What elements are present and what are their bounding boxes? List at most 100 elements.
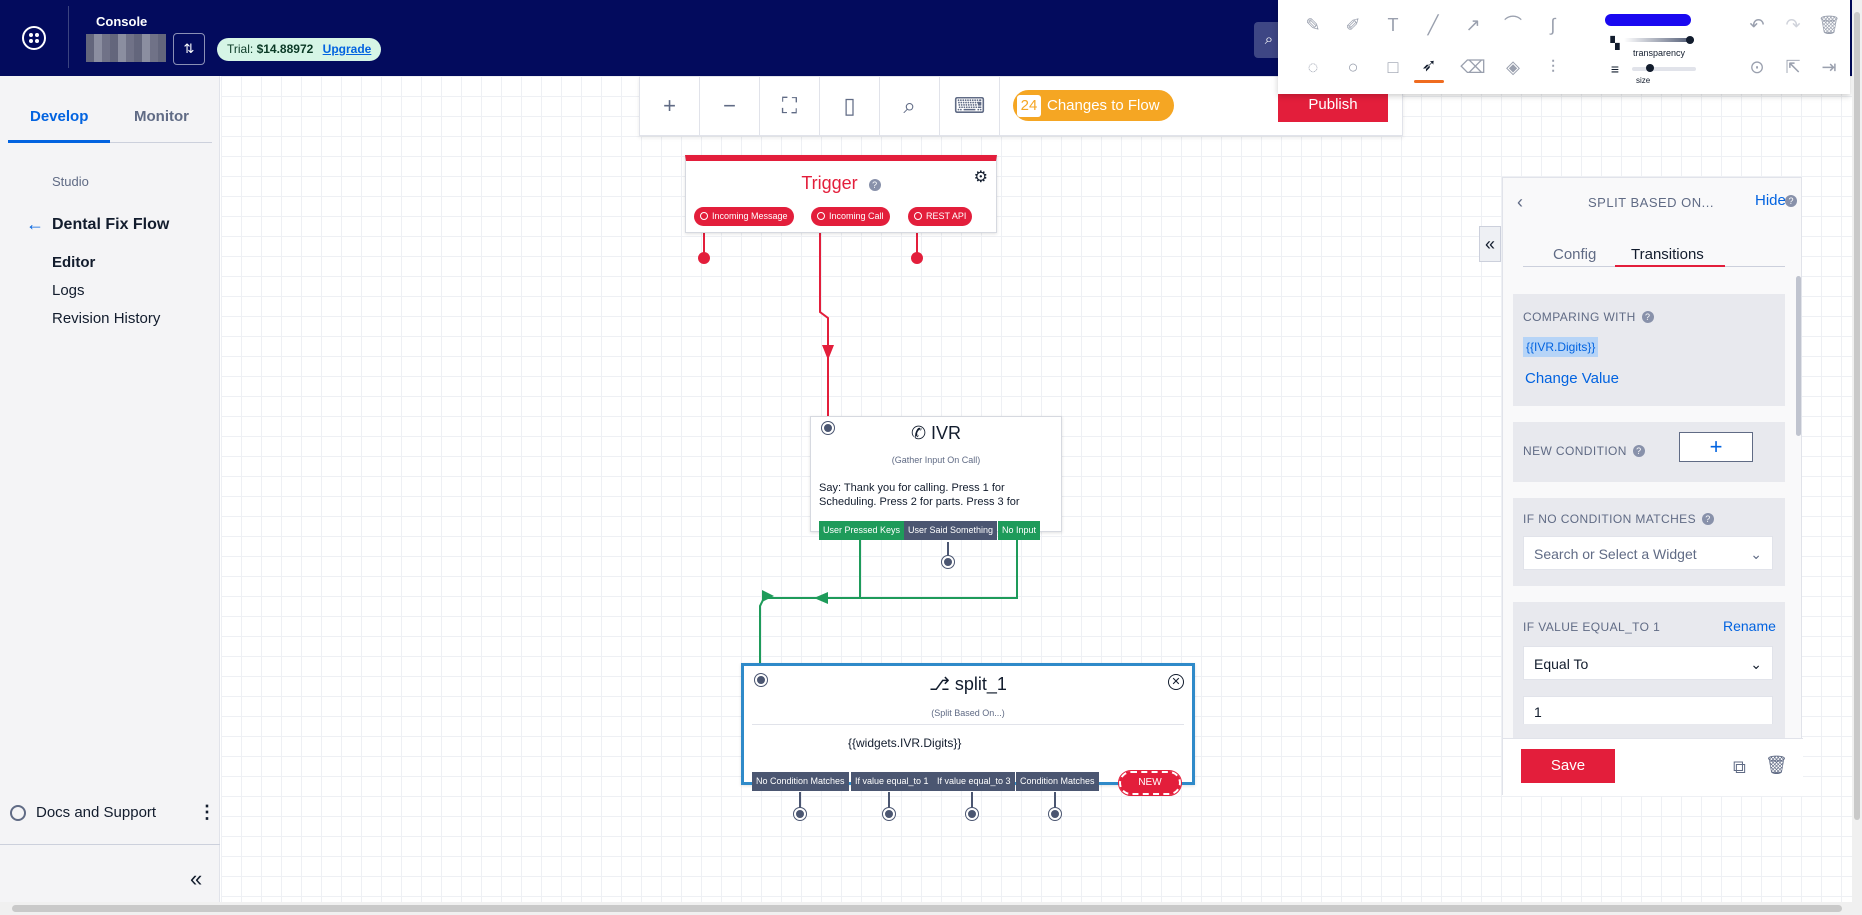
split-condition-matches[interactable]: Condition Matches [1016, 772, 1099, 791]
collapse-sidebar-icon[interactable]: « [190, 866, 203, 891]
fill-eraser-icon[interactable]: ◈ [1506, 57, 1520, 77]
horizontal-scrollbar[interactable] [0, 902, 1852, 915]
upgrade-link[interactable]: Upgrade [322, 42, 372, 56]
compare-value-input[interactable]: 1 [1523, 696, 1773, 724]
help-icon[interactable]: ? [1641, 311, 1654, 323]
ivr-no-input[interactable]: No Input [998, 521, 1041, 540]
trigger-incoming-call[interactable]: Incoming Call [811, 207, 890, 226]
ellipse-icon[interactable]: ○ [1347, 57, 1359, 77]
sidebar-item-logs[interactable]: Logs [52, 282, 85, 299]
rectangle-icon[interactable]: □ [1387, 57, 1399, 77]
ivr-user-pressed-keys[interactable]: User Pressed Keys [819, 521, 905, 540]
split-no-condition-matches[interactable]: No Condition Matches [752, 772, 849, 791]
fit-to-screen-button[interactable]: ⛶ [760, 77, 820, 137]
horizontal-scrollbar-thumb[interactable] [12, 905, 1842, 912]
zoom-out-button[interactable]: − [700, 77, 760, 137]
account-name-redacted[interactable] [86, 34, 166, 62]
lasso-icon[interactable]: ◌ [1307, 57, 1319, 77]
trigger-rest-api[interactable]: REST API [908, 207, 973, 226]
camera-icon[interactable]: ⊙ [1749, 57, 1765, 77]
hide-panel-link[interactable]: Hide [1755, 192, 1786, 209]
sliders-icon[interactable]: ⫶ [1550, 57, 1556, 77]
comparing-value-token[interactable]: {{IVR.Digits}} [1523, 337, 1599, 357]
new-transition-button[interactable]: NEW [1118, 770, 1182, 796]
keyboard-shortcuts-button[interactable]: ⌨ [940, 77, 1000, 137]
help-icon[interactable]: ? [1632, 445, 1645, 457]
help-icon[interactable]: ? [1701, 513, 1714, 525]
zoom-in-button[interactable]: + [640, 77, 700, 137]
tab-transitions[interactable]: Transitions [1631, 246, 1704, 263]
split-port-no-match[interactable] [794, 808, 806, 820]
tab-config[interactable]: Config [1553, 246, 1597, 263]
split-input-port[interactable] [755, 674, 767, 686]
account-switcher-button[interactable]: ⇅ [173, 33, 205, 65]
vertical-scrollbar[interactable] [1852, 0, 1862, 915]
split-port-condition-matches[interactable] [1049, 808, 1061, 820]
panel-scrollbar[interactable] [1796, 276, 1801, 436]
curve-icon[interactable]: ⌒ [1504, 15, 1522, 35]
ivr-said-something-port[interactable] [942, 556, 954, 568]
docs-and-support-row[interactable]: Docs and Support ⋮ [10, 802, 216, 826]
sidebar-item-editor[interactable]: Editor [52, 254, 96, 271]
ivr-input-port[interactable] [822, 422, 834, 434]
split-port-equal-1[interactable] [883, 808, 895, 820]
save-button[interactable]: Save [1521, 749, 1615, 783]
change-value-link[interactable]: Change Value [1525, 370, 1619, 387]
pointer-icon[interactable]: ➶ [1421, 55, 1437, 75]
add-condition-button[interactable]: + [1679, 432, 1753, 462]
split-port-equal-3[interactable] [966, 808, 978, 820]
chevron-left-icon[interactable]: ‹ [1517, 192, 1523, 212]
trigger-message-port[interactable] [698, 252, 710, 264]
help-icon[interactable]: ? [868, 179, 881, 191]
trash-icon[interactable]: 🗑 [1817, 15, 1841, 35]
duplicate-icon[interactable]: ⧉ [1733, 757, 1746, 777]
collapse-panel-icon[interactable]: « [1479, 226, 1501, 262]
pencil-icon[interactable]: ✎ [1305, 15, 1321, 35]
close-icon[interactable]: ✕ [1168, 674, 1184, 690]
topbar-divider [68, 6, 69, 68]
trial-prefix: Trial: [227, 42, 254, 56]
split-widget[interactable]: ⎇ split_1 (Split Based On...) {{widgets.… [741, 663, 1195, 785]
export-icon[interactable]: ⇱ [1785, 57, 1801, 77]
help-icon[interactable]: ? [1785, 195, 1797, 207]
transparency-slider-knob[interactable] [1686, 36, 1694, 44]
trigger-rest-port[interactable] [911, 252, 923, 264]
sidebar-divider [0, 844, 220, 845]
line-icon[interactable]: ╱ [1427, 15, 1439, 35]
more-vertical-icon[interactable]: ⋮ [198, 802, 216, 822]
color-swatch[interactable] [1605, 14, 1691, 26]
no-match-widget-select[interactable]: Search or Select a Widget⌄ [1523, 536, 1773, 570]
tab-develop[interactable]: Develop [30, 108, 89, 125]
arrow-icon[interactable]: ↗ [1465, 15, 1481, 35]
trigger-widget[interactable]: Trigger ? ⚙ Incoming Message Incoming Ca… [685, 155, 997, 233]
split-if-value-equal-to-1[interactable]: If value equal_to 1 [851, 772, 933, 791]
size-slider[interactable] [1632, 67, 1696, 71]
trash-icon[interactable]: 🗑 [1765, 755, 1788, 775]
product-menu-icon[interactable] [22, 26, 46, 50]
marker-icon[interactable]: ✐ [1345, 15, 1361, 35]
back-arrow-icon[interactable]: ← [26, 214, 44, 234]
tab-monitor[interactable]: Monitor [134, 108, 189, 125]
size-slider-knob[interactable] [1646, 64, 1654, 72]
ivr-user-said-something[interactable]: User Said Something [904, 521, 998, 540]
ivr-widget[interactable]: ✆ IVR (Gather Input On Call) Say: Thank … [810, 416, 1062, 540]
trigger-incoming-message[interactable]: Incoming Message [694, 207, 794, 226]
exit-icon[interactable]: ⇥ [1821, 57, 1837, 77]
squiggle-icon[interactable]: ∫ [1550, 15, 1556, 35]
rename-link[interactable]: Rename [1723, 618, 1776, 634]
text-icon[interactable]: T [1387, 15, 1399, 35]
ivr-subtitle: (Gather Input On Call) [891, 455, 981, 465]
eraser-icon[interactable]: ⌫ [1460, 57, 1486, 77]
split-title-text: split_1 [954, 674, 1007, 694]
split-if-value-equal-to-3[interactable]: If value equal_to 3 [933, 772, 1015, 791]
operator-select[interactable]: Equal To⌄ [1523, 646, 1773, 680]
vertical-scrollbar-thumb[interactable] [1854, 12, 1860, 820]
transparency-slider[interactable] [1624, 38, 1694, 42]
sidebar-item-revision-history[interactable]: Revision History [52, 310, 161, 327]
undo-icon[interactable]: ↶ [1749, 15, 1765, 35]
bookmark-button[interactable]: ▯ [820, 77, 880, 137]
gear-icon[interactable]: ⚙ [973, 169, 988, 186]
search-canvas-button[interactable]: ⌕ [880, 77, 940, 137]
redo-icon[interactable]: ↷ [1785, 15, 1801, 35]
